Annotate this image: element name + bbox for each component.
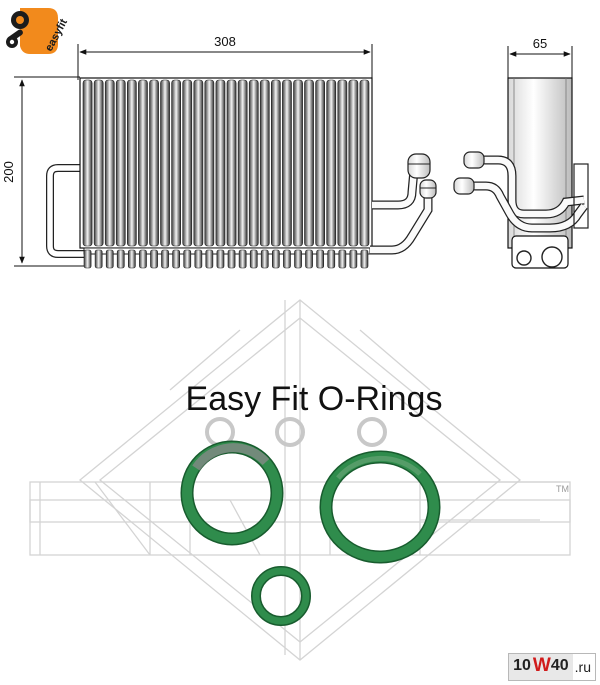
tube-end: [349, 249, 358, 269]
core-fin: [160, 79, 170, 247]
tube-end: [227, 249, 236, 269]
width-label: 308: [214, 34, 236, 49]
tube-end: [294, 249, 302, 269]
tube-ends: [83, 249, 369, 269]
tube-end: [161, 249, 169, 269]
core-fin: [248, 79, 259, 247]
evaporator-side-view: [453, 77, 589, 269]
core-fin: [270, 79, 281, 247]
core-fin: [293, 79, 303, 247]
dimension-width: 308: [77, 34, 373, 80]
core-fin: [304, 79, 314, 247]
tube-end: [327, 249, 336, 269]
trademark-symbol: TM: [556, 484, 569, 494]
dimension-height: 200: [1, 76, 88, 267]
gear-icon: [6, 36, 18, 48]
core-fin: [226, 79, 237, 247]
side-port-right: [541, 246, 563, 268]
tube-end: [183, 249, 192, 269]
core-fin: [259, 79, 270, 247]
tube-end: [139, 249, 147, 269]
easyfit-logo: easyfit: [6, 8, 70, 54]
core-fin: [115, 79, 126, 247]
tube-end: [172, 249, 181, 269]
core-fin: [282, 79, 292, 247]
tube-end: [205, 249, 214, 269]
core-fin: [149, 79, 159, 247]
o-ring-small: [251, 566, 311, 626]
tube-end: [305, 249, 313, 269]
core-fin: [93, 79, 104, 247]
core-fin: [204, 79, 215, 247]
tube-end: [249, 249, 258, 269]
o-ring-large-right: [319, 450, 441, 564]
core-fin: [348, 79, 359, 247]
core-fin: [359, 79, 370, 247]
watermark-part-4: .ru: [572, 654, 595, 680]
depth-label: 65: [533, 36, 547, 51]
core-fin: [82, 79, 93, 247]
tube-end: [238, 249, 247, 269]
watermark-part-1: 10: [509, 654, 533, 680]
core-fin: [127, 79, 137, 247]
tube-end: [194, 249, 203, 269]
o-ring-large-left: [180, 440, 284, 546]
core-fin: [326, 79, 337, 247]
core-fin: [138, 79, 148, 247]
core-fin: [215, 79, 226, 247]
core-fin: [193, 79, 204, 247]
side-port-left: [516, 250, 532, 266]
core-fin: [337, 79, 348, 247]
tube-end: [283, 249, 291, 269]
bottom-tank: [83, 247, 371, 255]
tube-end: [105, 249, 114, 269]
side-fitting-lower: [453, 177, 475, 195]
dimension-depth: 65: [507, 36, 573, 80]
site-watermark: 10 W 40 .ru: [508, 653, 596, 681]
core-fin: [315, 79, 326, 247]
core-fin: [237, 79, 248, 247]
inlet-fitting: [419, 179, 437, 199]
logo-badge-shape: [20, 8, 58, 54]
tube-end: [116, 249, 125, 269]
watermark-part-2: W: [532, 654, 551, 680]
tube-end: [360, 249, 369, 269]
evaporator-front-view: [46, 77, 437, 269]
headline: Easy Fit O-Rings: [186, 380, 443, 418]
watermark-part-3: 40: [550, 654, 573, 680]
height-label: 200: [1, 161, 16, 183]
tube-end: [216, 249, 225, 269]
core-fin: [104, 79, 115, 247]
tube-end: [150, 249, 158, 269]
tube-end: [128, 249, 136, 269]
core-fin: [182, 79, 193, 247]
tube-end: [316, 249, 325, 269]
tube-end: [94, 249, 103, 269]
core-fins: [82, 79, 370, 247]
tube-end: [260, 249, 269, 269]
core-fin: [171, 79, 182, 247]
tube-end: [83, 249, 92, 269]
tube-end: [271, 249, 280, 269]
outlet-fitting: [407, 153, 431, 179]
side-fitting-upper: [463, 151, 485, 169]
side-bracket: [573, 163, 589, 229]
tube-end: [338, 249, 347, 269]
